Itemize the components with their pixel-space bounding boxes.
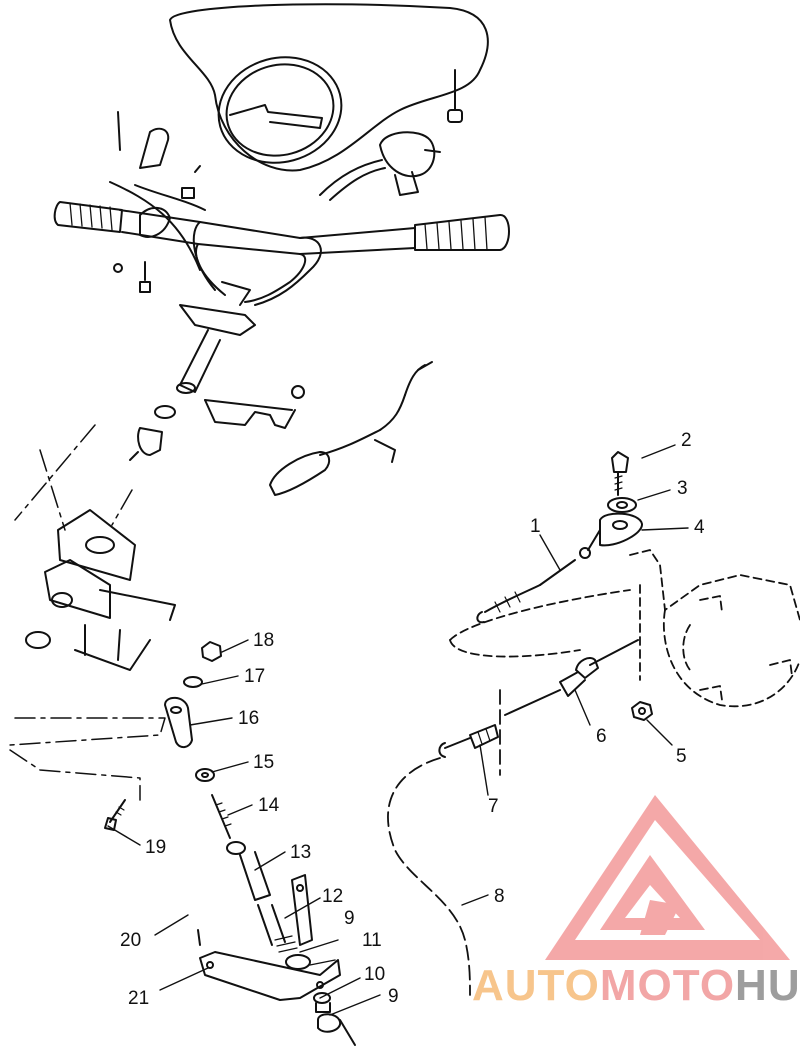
callout-5: 5 [676, 746, 687, 767]
cable-end-7 [438, 724, 499, 758]
callout-8: 8 [494, 886, 505, 907]
engine-phantom [449, 549, 800, 708]
switch-housing [319, 131, 441, 201]
callout-11: 11 [362, 930, 382, 951]
steering-support [25, 509, 176, 671]
bracket-12 [291, 874, 313, 946]
support-phantom-lines [14, 424, 133, 531]
watermark-hub: HUB [735, 961, 800, 1010]
tether-switch [269, 361, 433, 496]
watermark-logo [545, 795, 790, 960]
watermark-text: AUTOMOTOHUB [472, 961, 800, 1010]
mount-plate-21 [197, 929, 341, 1001]
callout-18: 18 [253, 630, 274, 651]
nut-5 [631, 701, 653, 721]
callout-7: 7 [488, 796, 499, 817]
callout-9-upper: 9 [344, 908, 355, 929]
svg-text:AUTOMOTOHUB: AUTOMOTOHUB [472, 961, 800, 1010]
callout-14: 14 [258, 795, 280, 816]
brake-lever [109, 111, 206, 293]
leader-lines [107, 444, 689, 1016]
callout-1: 1 [530, 516, 541, 537]
callout-12: 12 [322, 886, 343, 907]
cable-bracket [204, 385, 305, 429]
phantom-cable-8 [387, 689, 501, 996]
fitting-9-lower [317, 1013, 356, 1046]
throttle-cable-1 [476, 559, 576, 624]
callout-labels: 1 2 3 4 5 6 7 8 9 9 10 11 12 13 14 15 16… [120, 430, 705, 1009]
headlight-pod [169, 3, 489, 172]
callout-16: 16 [238, 708, 259, 729]
phantom-link [9, 717, 166, 801]
callout-6: 6 [596, 726, 607, 747]
ball-joint-stack [164, 641, 222, 782]
steering-post [129, 281, 256, 461]
callout-2: 2 [681, 430, 692, 451]
brake-cable-actuator [211, 794, 311, 970]
callout-19: 19 [145, 837, 166, 858]
callout-10: 10 [364, 964, 385, 985]
callout-20: 20 [120, 930, 141, 951]
cable-adjuster-6 [504, 639, 639, 716]
callout-17: 17 [244, 666, 265, 687]
callout-3: 3 [677, 478, 688, 499]
callout-21: 21 [128, 988, 149, 1009]
callout-13: 13 [290, 842, 311, 863]
callout-4: 4 [694, 517, 705, 538]
callout-15: 15 [253, 752, 274, 773]
tie-rod-assembly [579, 451, 643, 559]
callout-9-lower: 9 [388, 986, 399, 1007]
fitting-10 [313, 992, 331, 1013]
handlebar [53, 201, 510, 306]
watermark-moto: MOTO [600, 961, 735, 1010]
watermark-auto: AUTO [472, 961, 600, 1010]
